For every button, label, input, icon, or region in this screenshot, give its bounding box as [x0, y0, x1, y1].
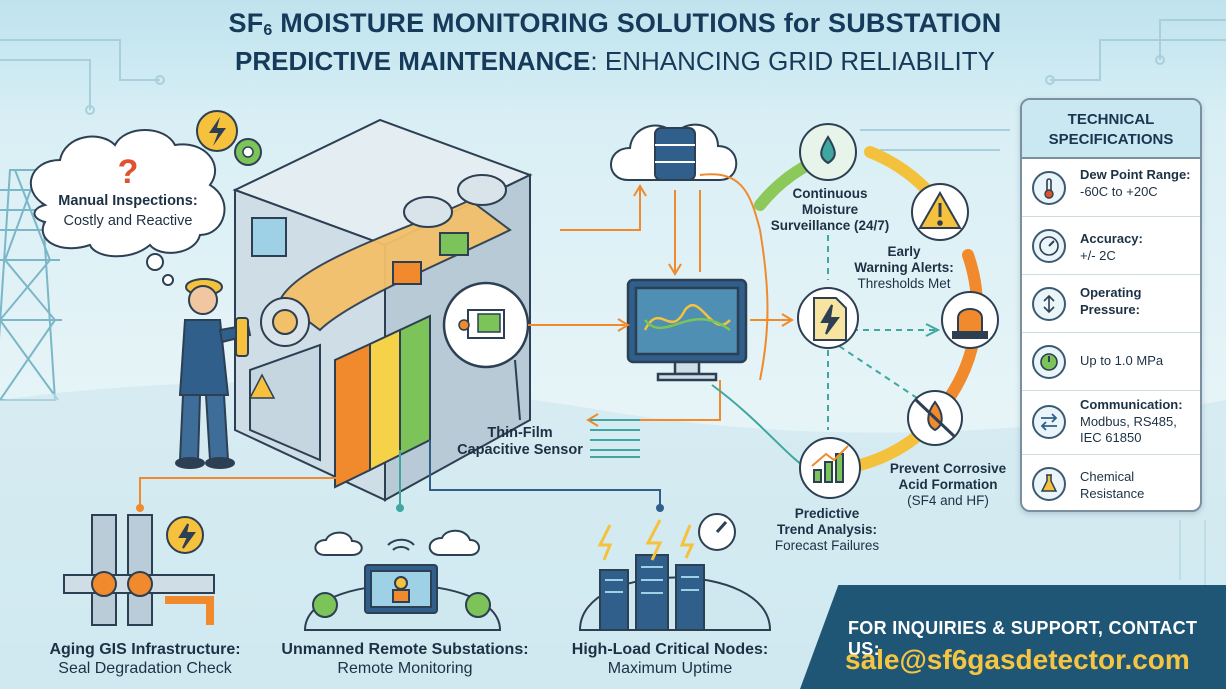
spec-item-accuracy: Accuracy: +/- 2C — [1022, 217, 1200, 275]
trend-chart-icon — [799, 437, 861, 499]
spec-item-pressure-value: Up to 1.0 MPa — [1022, 333, 1200, 391]
cloud-database-icon — [610, 123, 738, 181]
gis-equipment-illustration — [232, 118, 533, 502]
spec-item-chemical-resistance: Chemical Resistance — [1022, 455, 1200, 510]
page-subtitle: PREDICTIVE MAINTENANCE: ENHANCING GRID R… — [235, 46, 995, 76]
technical-specifications-panel: TECHNICAL SPECIFICATIONS Dew Point Range… — [1020, 98, 1202, 512]
no-acid-icon — [907, 390, 963, 446]
arrows-exchange-icon — [1032, 405, 1066, 439]
spec-item-dew-point: Dew Point Range: -60C to +20C — [1022, 159, 1200, 217]
predictive-trend-label: Predictive Trend Analysis: Forecast Fail… — [774, 506, 880, 553]
continuous-surveillance-label: Continuous Moisture Surveillance (24/7) — [770, 186, 890, 233]
spec-header: TECHNICAL SPECIFICATIONS — [1022, 100, 1200, 159]
monitor-illustration — [626, 278, 748, 382]
gauge-small-icon — [1032, 345, 1066, 379]
spec-item-communication: Communication: Modbus, RS485, IEC 61850 — [1022, 391, 1200, 455]
lightning-gear-icon — [196, 110, 262, 166]
contact-heading: FOR INQUIRIES & SUPPORT, CONTACT US: — [848, 618, 1198, 659]
scenario-remote-substations: Unmanned Remote Substations: Remote Moni… — [281, 641, 529, 677]
flask-icon — [1032, 467, 1066, 501]
spec-item-operating-pressure: Operating Pressure: — [1022, 275, 1200, 333]
droplet-clock-icon — [799, 123, 857, 181]
scenario-aging-gis: Aging GIS Infrastructure: Seal Degradati… — [49, 641, 241, 677]
alarm-light-icon — [941, 291, 999, 349]
contact-banner — [800, 585, 1226, 689]
critical-nodes-illustration — [578, 513, 772, 631]
contact-email-link[interactable]: sale@sf6gasdetector.com — [845, 644, 1190, 675]
gauge-icon — [1032, 229, 1066, 263]
manual-inspections-label: Manual Inspections: Costly and Reactive — [58, 193, 198, 229]
thought-bubble — [29, 129, 226, 286]
question-mark-icon: ? — [118, 153, 139, 191]
header: SF6 MOISTURE MONITORING SOLUTIONS for SU… — [150, 8, 1080, 77]
pressure-icon — [1032, 287, 1066, 321]
sensor-label: Thin-Film Capacitive Sensor — [457, 425, 583, 459]
aging-gis-illustration — [63, 514, 215, 626]
scenario-critical-nodes: High-Load Critical Nodes: Maximum Uptime — [571, 641, 769, 677]
document-lightning-icon — [797, 287, 859, 349]
prevent-corrosion-label: Prevent Corrosive Acid Formation (SF4 an… — [889, 461, 1007, 508]
thermometer-icon — [1032, 171, 1066, 205]
early-warning-label: Early Warning Alerts: Thresholds Met — [854, 244, 954, 291]
page-title: SF6 MOISTURE MONITORING SOLUTIONS for SU… — [228, 8, 1002, 39]
technician-illustration — [175, 278, 252, 469]
sensor-callout — [442, 281, 530, 369]
remote-substation-illustration — [303, 529, 502, 631]
warning-icon — [911, 183, 969, 241]
